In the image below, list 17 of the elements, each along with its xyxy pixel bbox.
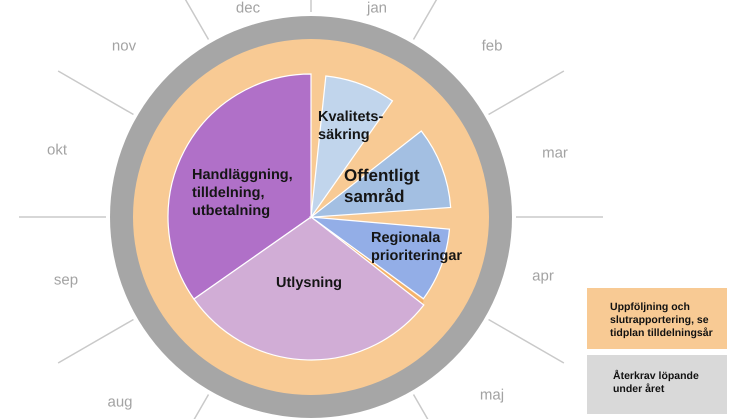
month-label: dec	[236, 0, 260, 16]
legend-item: Återkrav löpande under året	[587, 355, 727, 414]
month-label: okt	[47, 142, 67, 158]
month-label: sep	[54, 272, 78, 288]
slice-label: Kvalitets-säkring	[318, 108, 384, 144]
month-label: apr	[532, 268, 554, 284]
month-label: mar	[542, 144, 568, 162]
slice-label: Offentligt samråd	[344, 164, 421, 208]
month-label: jan	[366, 0, 388, 16]
month-label: nov	[112, 38, 136, 54]
month-label: maj	[480, 386, 504, 404]
slice-label: Handläggning, tilldelning, utbetalning	[192, 166, 294, 220]
month-label: feb	[482, 38, 502, 54]
slice-label: Regionala prioriteringar	[371, 229, 464, 266]
month-label: aug	[107, 394, 133, 410]
legend-item: Uppföljning och slutrapportering, se tidplan tilldelningsår	[587, 288, 727, 349]
slice-label: Utlysning	[276, 274, 344, 292]
